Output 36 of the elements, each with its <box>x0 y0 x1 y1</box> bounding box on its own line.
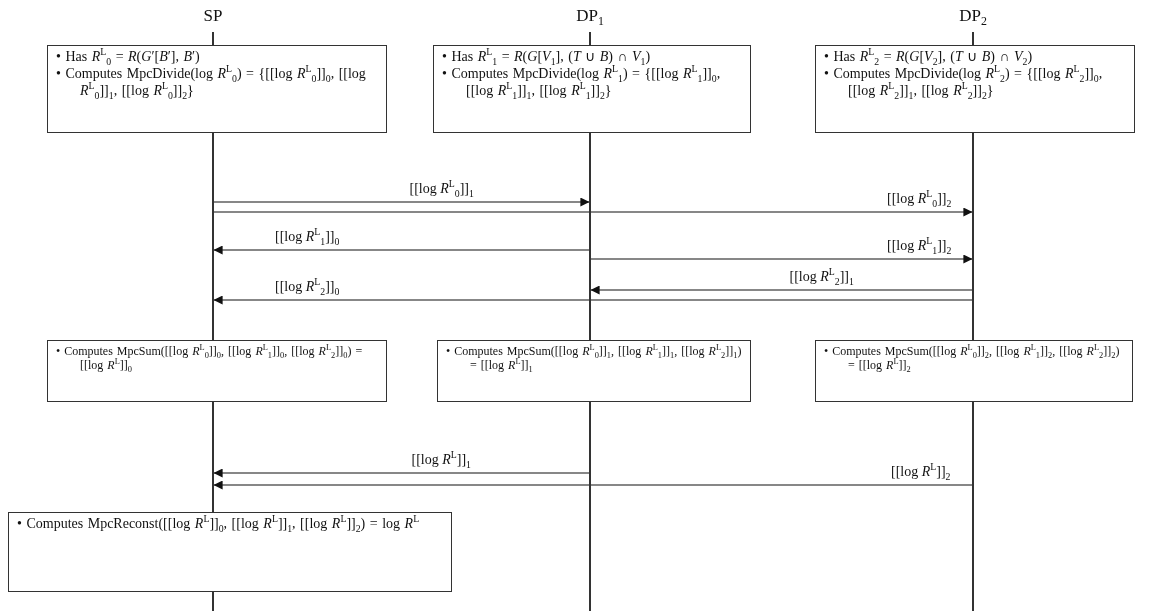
box-text: • Computes MpcSum([[log R$^{L}$$_{0}$]]$_{1}$, [[log R$^{L}$$_{1}$]]$_{1}$, [[log R$^{L}$$_{2}$]]$_{1}$) = [[log R$^{L}$]]$_{1}$ <box>446 344 742 373</box>
edge-label: [[log R$^{L}$$_{0}$]]$_{2}$ <box>885 191 954 207</box>
box-text: • Has R$^{L}$$_{2}$ = R(G[V$_{2}$], (T ∪ B) ∩ V$_{2}$) <box>824 49 1034 66</box>
box-text: • Computes MpcDivide(log R$^{L}$$_{2}$) = {[[log R$^{L}$$_{2}$]]$_{0}$, [[log R$^{L}$$_{2}$]]$_{1}$, [[log R$^{L}$$_{2}$]]$_{2}$} <box>824 65 1104 100</box>
message-arrow <box>213 480 973 490</box>
box-text: • Has R$^{L}$$_{1}$ = R(G[V$_{1}$], (T ∪ B) ∩ V$_{1}$) <box>442 49 652 66</box>
participant-label: DP$_{1}$ <box>575 6 605 26</box>
message-arrow <box>213 207 973 217</box>
process-box <box>815 45 1135 133</box>
box-text: • Has R$^{L}$$_{0}$ = R(G′[B′], B′) <box>56 49 201 66</box>
process-box <box>433 45 751 133</box>
box-text: • Computes MpcSum([[log R$^{L}$$_{0}$]]$_{0}$, [[log R$^{L}$$_{1}$]]$_{0}$, [[log R$^{L}$$_{2}$]]$_{0}$) = [[log R$^{L}$]]$_{0}$ <box>56 344 364 373</box>
edge-label: [[log R$^{L}$]]$_{2}$ <box>889 464 953 480</box>
message-arrow <box>213 197 590 207</box>
edge-label: [[log R$^{L}$$_{2}$]]$_{1}$ <box>787 269 856 285</box>
process-box <box>47 340 387 402</box>
message-arrow <box>590 285 973 295</box>
box-text: • Computes MpcSum([[log R$^{L}$$_{0}$]]$_{2}$, [[log R$^{L}$$_{1}$]]$_{2}$, [[log R$^{L}$$_{2}$]]$_{2}$) = [[log R$^{L}$]]$_{2}$ <box>824 344 1121 373</box>
edge-label: [[log R$^{L}$]]$_{1}$ <box>409 452 473 468</box>
edge-label: [[log R$^{L}$$_{1}$]]$_{2}$ <box>885 238 954 254</box>
message-arrow <box>213 245 590 255</box>
message-arrow <box>213 468 590 478</box>
box-text: • Computes MpcDivide(log R$^{L}$$_{0}$) = {[[log R$^{L}$$_{0}$]]$_{0}$, [[log R$^{L}$$_{0}$]]$_{1}$, [[log R$^{L}$$_{0}$]]$_{2}$} <box>56 65 367 100</box>
process-box <box>47 45 387 133</box>
edge-label: [[log R$^{L}$$_{2}$]]$_{0}$ <box>273 279 342 295</box>
participant-label: DP$_{2}$ <box>958 6 988 26</box>
process-box <box>815 340 1133 402</box>
message-arrow <box>213 295 973 305</box>
message-arrow <box>590 254 973 264</box>
process-box <box>437 340 751 402</box>
edge-label: [[log R$^{L}$$_{1}$]]$_{0}$ <box>273 229 342 245</box>
participant-label: SP <box>202 6 224 26</box>
process-box <box>8 512 452 592</box>
box-text: • Computes MpcDivide(log R$^{L}$$_{1}$) = {[[log R$^{L}$$_{1}$]]$_{0}$, [[log R$^{L}$$_{1}$]]$_{1}$, [[log R$^{L}$$_{1}$]]$_{2}$} <box>442 65 722 100</box>
edge-label: [[log R$^{L}$$_{0}$]]$_{1}$ <box>407 181 476 197</box>
box-text: • Computes MpcReconst([[log R$^{L}$]]$_{0}$, [[log R$^{L}$]]$_{1}$, [[log R$^{L}$]]$_{2}$) = log R$^{L}$ <box>17 516 421 533</box>
